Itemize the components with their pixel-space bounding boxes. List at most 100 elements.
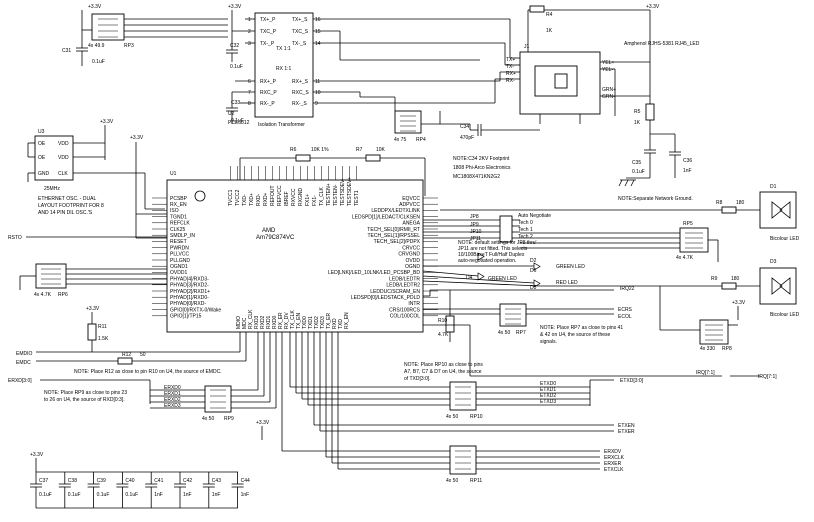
c35: C35 0.1uF [626, 133, 675, 179]
bottom-cap-val: 0.1uF [97, 492, 110, 498]
irq-bus: IRQ[7:1] IRQ[7:1] [423, 324, 777, 380]
u1-bottom-pin: RXD2 [260, 315, 266, 329]
u1-left-pin: TGND1 [170, 214, 187, 220]
u1-top-pin: FX1+ [305, 194, 311, 206]
u2-vcc: +3.3V [228, 4, 242, 10]
j1-pin-grn-minus: GRN- [602, 94, 615, 100]
net-emdio: EMDIO [16, 351, 33, 357]
bottom-caps: +3.3V C370.1uFC380.1uFC390.1uFC400.1uFC4… [30, 452, 250, 509]
rp3: RP3 4x 49.9 +3.3V [81, 4, 228, 49]
net-rsto: RSTO [8, 235, 22, 241]
net-ecol: ECOL [618, 314, 632, 320]
r4-val: 1K [546, 28, 553, 34]
note-r12: NOTE: Place R12 as close to pin R10 on U… [74, 369, 222, 375]
r11-vcc: +3.3V [86, 306, 100, 312]
rp3-ref: RP3 [124, 43, 134, 49]
net-etxd: ETXD[3:0] [620, 378, 644, 384]
u1-left-pin: PHYAD[3]/RXD2- [170, 283, 209, 289]
jp11-ref: JP11 [470, 236, 481, 242]
rp6-body [35, 263, 67, 289]
u1-bottom-pin: TXD [338, 319, 344, 329]
u2-num-l0: 1 [248, 17, 251, 23]
u1-bottom-pin: TX_ER [326, 312, 332, 329]
r8-body [721, 206, 737, 214]
u1-bottom-pin: TXD0 [302, 316, 308, 329]
c33-val: 0.1uF [231, 118, 244, 124]
u3-pin-l2: GND [38, 171, 50, 177]
d4-ref: D4 [466, 275, 473, 281]
u2-num-l4: 7 [248, 90, 251, 96]
u1-top-pin: RXVCC [291, 188, 297, 206]
u1-right-pins: EQVCCADPVCCLEDDPX/LEDTXLINKLEDSPD[1]/LED… [328, 196, 438, 320]
u3-pin-l1: OE [38, 155, 46, 161]
u2-pin-l2: TX-_P [260, 41, 275, 47]
note-rp7-text: NOTE: Place RP7 as close to pins 41 & 42… [540, 325, 624, 345]
r8-ref: R8 [716, 200, 723, 206]
u1-bottom-pin: RX_DV [284, 312, 290, 329]
rp10-val: 4x 50 [446, 414, 458, 420]
erxd-bus: ERXD[3:0] ERXD0 ERXD1 ERXD2 ERXD3 4x 50 … [8, 332, 277, 422]
rp5: RP5 4x 4.7K [520, 221, 719, 262]
u1-top-pin: TX_CLK [319, 186, 325, 206]
bottom-cap-ref: C41 [154, 478, 163, 484]
u1-right-pin: ANEGA [402, 221, 420, 227]
erxd1-label: ERXD1 [164, 391, 181, 397]
u1-right-pin: LEDDUC/SCRAM_EN [370, 289, 420, 295]
u1-right-pin: LEDB/LEDTR2 [386, 283, 420, 289]
note-osc-text: ETHERNET OSC. - DUAL LAYOUT FOOTPRINT FO… [38, 196, 105, 216]
j1-part: Amphenol RJHS-5381 RJ45_LED [624, 41, 700, 47]
rp8-ref: RP8 [722, 346, 732, 352]
d2-ref: D2 [530, 258, 537, 264]
rp3-body [91, 13, 125, 41]
r7-ref: R7 [356, 147, 363, 153]
u1-top-pin: TVCC2 [235, 189, 241, 206]
u1-right-pin: TECH_SEL[0]/RMII_RT [367, 227, 420, 233]
note-rp9-text: NOTE: Place RP9 as close to pins 23 to 2… [44, 390, 128, 403]
rp11-ref: RP11 [470, 478, 482, 484]
bottom-cap-val: 1nF [154, 492, 163, 498]
note-osc: ETHERNET OSC. - DUAL LAYOUT FOOTPRINT FO… [38, 196, 105, 216]
u1-bottom-pin: RX_EN [344, 312, 350, 329]
bottom-cap-val: 1nF [183, 492, 192, 498]
rp8-body [699, 319, 729, 345]
d2-label: GREEN LED [556, 264, 585, 270]
u1-bottom-pin: RXD3 [254, 315, 260, 329]
u2-num-l2: 3 [248, 41, 251, 47]
rp4-body [394, 110, 422, 134]
u2-caption: Isolation Transformer [258, 122, 305, 128]
u1-bottom-pin: MDC [242, 317, 248, 329]
net-erxdv: ERXDV [604, 449, 622, 455]
u1-part: Am79C874VC [256, 235, 295, 241]
u1-left-pin: REFCLK [170, 221, 190, 227]
erxd0-label: ERXD0 [164, 385, 181, 391]
u1-left-pin: RX_EN [170, 202, 187, 208]
c36-ref: C36 [683, 158, 692, 164]
r7: R7 10K [330, 147, 426, 196]
rp4-ref: RP4 [416, 137, 426, 143]
rp11-val: 4x 50 [446, 478, 458, 484]
jp11-label: Tech 2 [518, 234, 533, 240]
note-jumpers-text: NOTE: default settings for JP8 thru' JP1… [458, 240, 538, 264]
u2-rx-ratio: RX 1:1 [276, 66, 292, 72]
u1-top-pin: TESTEN+ [326, 183, 332, 206]
u1-bottom-pin: RX_ER [278, 312, 284, 329]
c34: C34 470pF [460, 124, 540, 141]
c32-val: 0.1uF [230, 64, 243, 70]
rp6-ref: RP6 [58, 292, 68, 298]
rp7-val: 4x 50 [498, 330, 510, 336]
u3-oscillator: U3 OE OE GND VDD VDD CLK 25MHz +3.3V [27, 119, 165, 210]
r11: +3.3V R11 1.5K [86, 306, 109, 352]
status-leds: D2 GREEN LED D4 GREEN LED D5 RED LED D6 [422, 252, 585, 291]
r11-ref: R11 [98, 324, 107, 330]
rp7: 4x 50 RP7 ECRS ECOL IRQ22 [423, 286, 635, 336]
rp10-body [449, 381, 477, 411]
rp8-vcc: +3.3V [732, 300, 746, 306]
d1-caption: Bicolour LED [770, 236, 800, 242]
jp-block [499, 215, 513, 243]
u1-bottom-pin: TXD2 [314, 316, 320, 329]
u1-top-pin: FX1- [312, 195, 318, 206]
u2-num-l5: 8 [248, 101, 251, 107]
rp5-val: 4x 4.7K [676, 255, 694, 261]
r12-val: 50 [140, 352, 146, 358]
